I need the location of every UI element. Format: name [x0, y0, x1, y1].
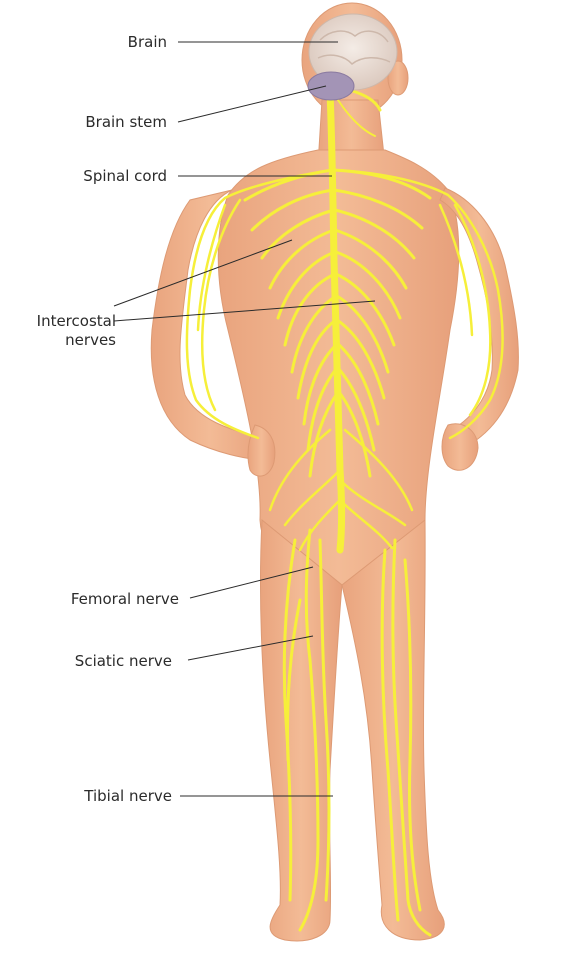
brain-stem-illustration [308, 72, 354, 100]
label-intercostal-line1: Intercostal [37, 312, 116, 331]
leader-line-brain-stem [178, 86, 326, 122]
label-sciatic-nerve: Sciatic nerve [75, 652, 172, 671]
label-intercostal-line2: nerves [65, 331, 116, 350]
label-tibial-nerve: Tibial nerve [84, 787, 172, 806]
label-brain-stem: Brain stem [85, 113, 167, 132]
label-spinal-cord: Spinal cord [83, 167, 167, 186]
label-brain: Brain [128, 33, 167, 52]
label-femoral-nerve: Femoral nerve [71, 590, 179, 609]
